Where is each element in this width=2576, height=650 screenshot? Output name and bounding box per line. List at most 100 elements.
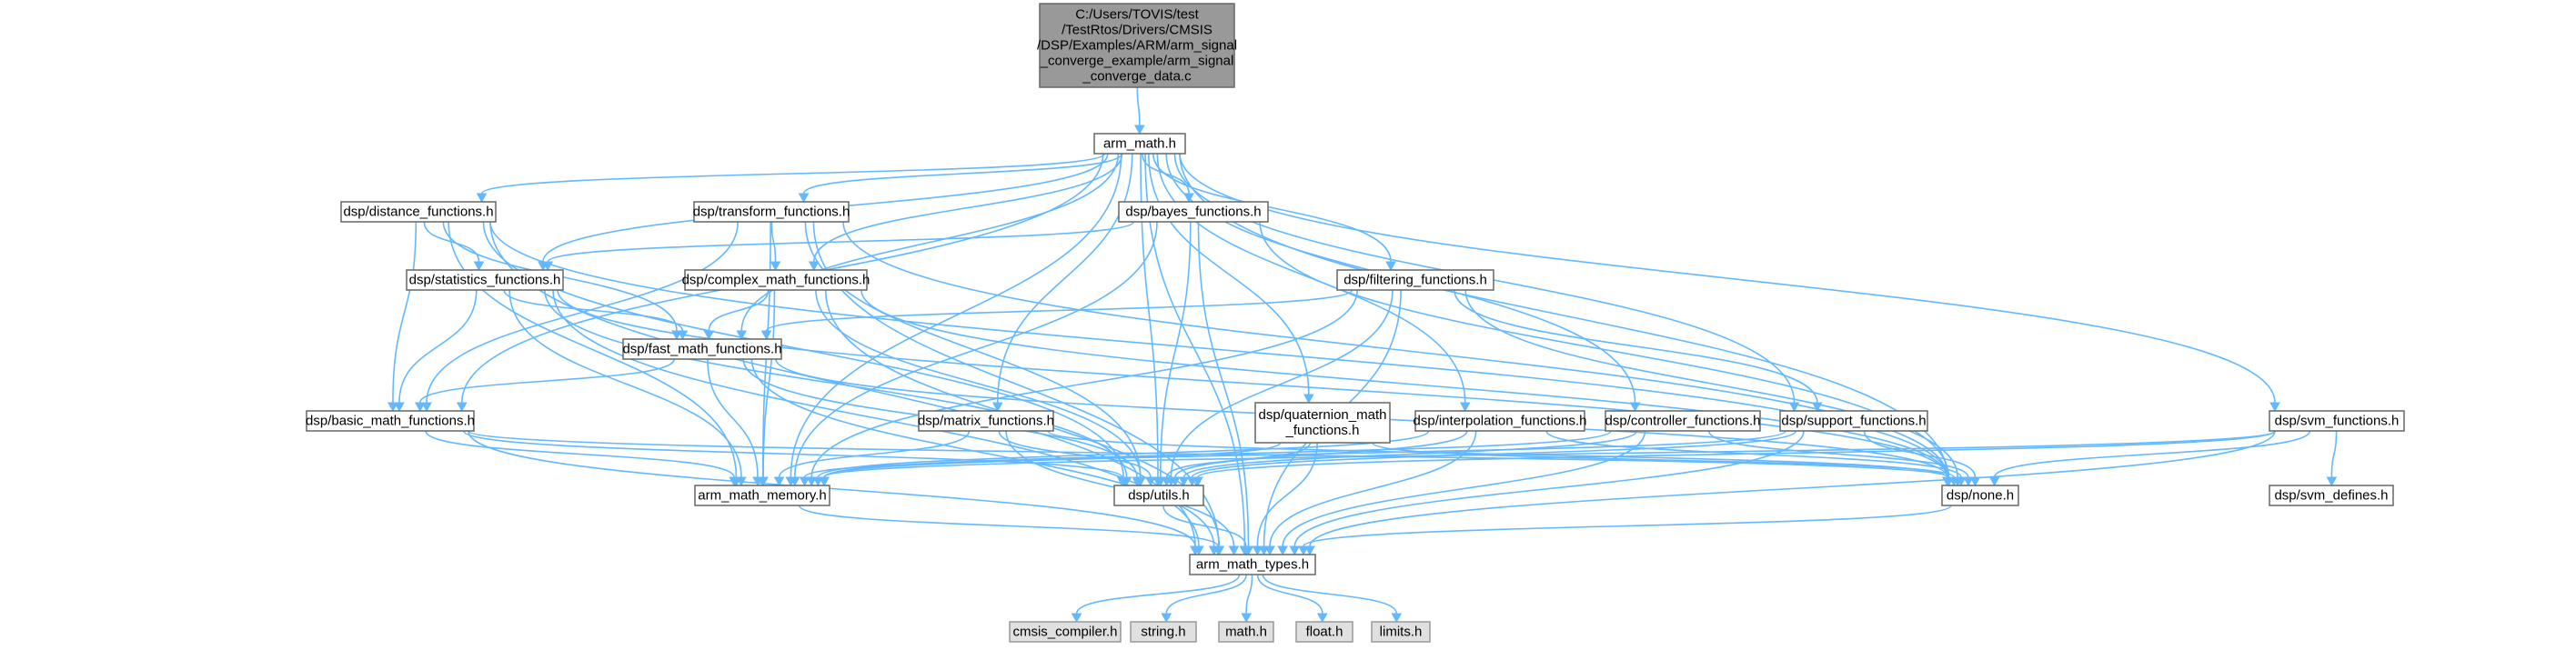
node-basicmath[interactable]: dsp/basic_math_functions.h <box>306 410 475 432</box>
node-fastmath-label: dsp/fast_math_functions.h <box>622 342 781 357</box>
arrowhead-arm_math-to-matrix <box>991 402 1003 413</box>
node-interpolation-label: dsp/interpolation_functions.h <box>1414 414 1587 429</box>
edge-svm-to-types <box>1309 430 2276 547</box>
arrowhead-quaternion-to-utils <box>1161 476 1172 487</box>
node-distance-box <box>340 201 497 223</box>
edge-types-to-limits <box>1262 574 1398 615</box>
arrowhead-fastmath-to-basicmath <box>414 402 426 413</box>
arrowhead-matrix-to-memory <box>773 476 785 487</box>
arrowhead-utils-to-types <box>1240 545 1252 556</box>
node-svmdefines[interactable]: dsp/svm_defines.h <box>2269 485 2394 506</box>
edge-arm_math-to-types <box>1144 153 1246 547</box>
node-arm_math[interactable]: arm_math.h <box>1093 133 1186 155</box>
arrowhead-matrix-to-types <box>1228 545 1240 556</box>
arrowhead-types-to-limits <box>1391 613 1403 624</box>
edge-quaternion-to-none <box>1371 442 1955 478</box>
node-matrix-label: dsp/matrix_functions.h <box>918 414 1054 429</box>
node-limits: limits.h <box>1371 621 1431 643</box>
edge-arm_math-to-distance <box>480 153 1106 195</box>
edge-controller-to-none <box>1707 430 1969 478</box>
edge-arm_math-to-filtering <box>1152 153 1392 263</box>
node-statistics-label: dsp/statistics_functions.h <box>409 273 561 288</box>
edge-distance-to-basicmath <box>392 221 418 404</box>
edge-types-to-string <box>1165 574 1247 615</box>
node-support[interactable]: dsp/support_functions.h <box>1779 410 1928 432</box>
node-string-box <box>1130 621 1197 643</box>
arrowhead-bayes-to-memory <box>789 476 800 487</box>
edge-bayes-to-statistics <box>547 221 1135 263</box>
edge-memory-to-types <box>798 505 1220 547</box>
edge-svm-to-memory <box>823 430 2276 478</box>
node-matrix[interactable]: dsp/matrix_functions.h <box>918 410 1054 432</box>
node-types-box <box>1189 554 1316 575</box>
arrowhead-types-to-cmsis_compiler <box>1071 613 1082 624</box>
node-filtering[interactable]: dsp/filtering_functions.h <box>1336 269 1494 291</box>
node-svm-box <box>2269 410 2405 432</box>
edge-complex-to-none <box>860 289 1948 478</box>
node-filtering-label: dsp/filtering_functions.h <box>1343 273 1487 288</box>
arrowhead-controller-to-none <box>1963 476 1974 487</box>
edge-filtering-to-memory <box>810 289 1358 478</box>
arrowhead-types-to-string <box>1161 613 1172 624</box>
edge-arm_math-to-matrix <box>996 153 1133 404</box>
arrowhead-transform-to-complex <box>770 261 781 272</box>
node-float-label: float.h <box>1306 625 1343 640</box>
node-quaternion[interactable]: dsp/quaternion_math_functions.h <box>1254 402 1391 444</box>
node-utils[interactable]: dsp/utils.h <box>1113 485 1204 506</box>
node-svm[interactable]: dsp/svm_functions.h <box>2269 410 2405 432</box>
edge-matrix-to-memory <box>778 430 971 478</box>
node-root-label: /DSP/Examples/ARM/arm_signal <box>1037 38 1237 54</box>
node-distance[interactable]: dsp/distance_functions.h <box>340 201 497 223</box>
node-types-label: arm_math_types.h <box>1196 557 1309 573</box>
arrowhead-types-to-math <box>1241 613 1253 624</box>
arrowhead-distance-to-basicmath <box>387 402 398 413</box>
edge-svm-to-svmdefines <box>2330 430 2338 478</box>
arrowhead-quaternion-to-types <box>1252 545 1263 556</box>
node-statistics[interactable]: dsp/statistics_functions.h <box>406 269 564 291</box>
arrowhead-types-to-float <box>1316 613 1328 624</box>
node-math-box <box>1218 621 1274 643</box>
arrowhead-arm_math-to-distance <box>476 193 488 204</box>
edge-controller-to-memory <box>823 430 1612 478</box>
node-none[interactable]: dsp/none.h <box>1941 485 2019 506</box>
arrowhead-arm_math-to-quaternion <box>1303 394 1314 405</box>
node-quaternion-label: _functions.h <box>1285 423 1360 438</box>
node-filtering-box <box>1336 269 1494 291</box>
node-fastmath[interactable]: dsp/fast_math_functions.h <box>622 338 782 360</box>
node-limits-label: limits.h <box>1380 625 1423 640</box>
node-statistics-box <box>406 269 564 291</box>
edge-basicmath-to-memory <box>425 430 735 478</box>
arrowhead-interpolation-to-types <box>1264 545 1275 556</box>
node-controller[interactable]: dsp/controller_functions.h <box>1605 410 1761 432</box>
node-string: string.h <box>1130 621 1197 643</box>
node-support-label: dsp/support_functions.h <box>1781 414 1926 429</box>
edge-filtering-to-support <box>1454 289 1818 404</box>
arrowhead-bayes-to-statistics <box>542 261 554 272</box>
node-arm_math-label: arm_math.h <box>1103 136 1176 152</box>
edge-support-to-none <box>1863 430 1977 478</box>
arrowhead-transform-to-basicmath <box>421 402 432 413</box>
node-complex[interactable]: dsp/complex_math_functions.h <box>682 269 870 291</box>
node-utils-box <box>1113 485 1204 506</box>
node-interpolation[interactable]: dsp/interpolation_functions.h <box>1414 410 1587 432</box>
node-bayes[interactable]: dsp/bayes_functions.h <box>1118 201 1269 223</box>
arrowhead-matrix-to-utils <box>1145 476 1156 487</box>
node-root[interactable]: C:/Users/TOVIS/test/TestRtos/Drivers/CMS… <box>1037 3 1237 88</box>
arrowhead-arm_math-to-basicmath <box>456 402 468 413</box>
arrowhead-controller-to-types <box>1277 545 1288 556</box>
node-root-label: C:/Users/TOVIS/test <box>1075 7 1199 23</box>
arrowhead-svm-to-utils <box>1192 476 1203 487</box>
arrowhead-arm_math-to-svm <box>2269 402 2280 413</box>
node-support-box <box>1779 410 1928 432</box>
node-memory[interactable]: arm_math_memory.h <box>694 485 830 506</box>
node-transform[interactable]: dsp/transform_functions.h <box>693 201 850 223</box>
arrowhead-support-to-types <box>1289 545 1301 556</box>
edge-statistics-to-basicmath <box>398 289 478 404</box>
node-types[interactable]: arm_math_types.h <box>1189 554 1316 575</box>
edge-svm-to-utils <box>1197 430 2276 478</box>
node-distance-label: dsp/distance_functions.h <box>343 205 493 220</box>
arrowhead-svm-to-svmdefines <box>2326 476 2338 487</box>
node-root-label: _converge_data.c <box>1082 69 1192 85</box>
node-svmdefines-label: dsp/svm_defines.h <box>2274 488 2388 504</box>
